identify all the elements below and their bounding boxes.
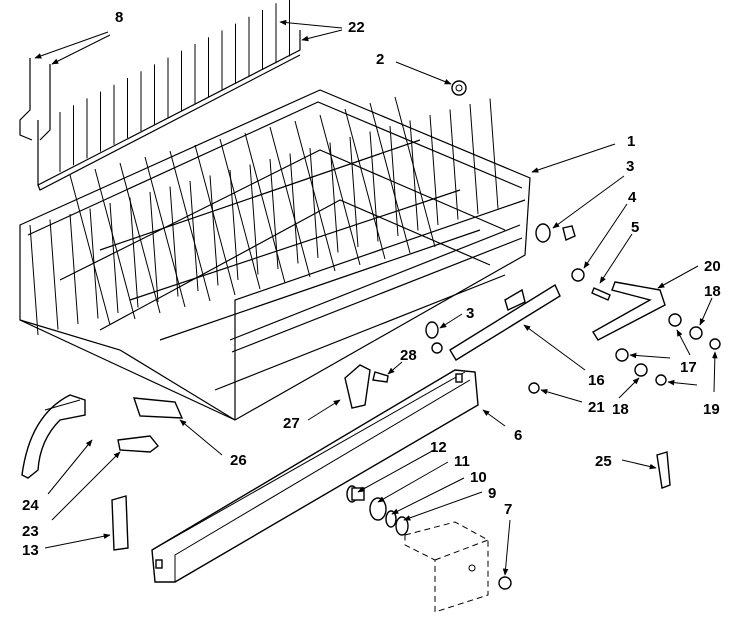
callout-28: 28 <box>400 347 417 364</box>
basket-tine <box>244 132 286 284</box>
basket-wire <box>429 114 439 226</box>
roller-hub-stack <box>346 485 409 536</box>
track-rail <box>151 369 479 583</box>
callout-27: 27 <box>283 415 300 432</box>
callout-25: 25 <box>595 453 612 470</box>
left-parts <box>21 364 671 551</box>
basket-tine <box>394 96 436 248</box>
callout-8: 8 <box>115 9 123 26</box>
callout-16: 16 <box>588 372 605 389</box>
tine-cap <box>451 80 467 96</box>
basket-tine <box>294 120 336 272</box>
callout-20: 20 <box>704 258 721 275</box>
callout-3b: 3 <box>466 305 474 322</box>
callout-5: 5 <box>631 219 639 236</box>
callout-26: 26 <box>230 452 247 469</box>
basket-wire <box>489 98 499 209</box>
callout-21: 21 <box>588 399 605 416</box>
dish-rack-basket <box>19 89 531 421</box>
callout-labels: 8 22 2 1 3 4 5 20 18 3 28 17 16 21 19 18… <box>22 9 721 559</box>
callout-4: 4 <box>628 189 637 206</box>
basket-wire <box>469 103 479 215</box>
callout-2: 2 <box>376 51 384 68</box>
basket-wire <box>109 202 119 314</box>
basket-wire <box>389 125 399 237</box>
callout-11: 11 <box>454 453 470 470</box>
basket-wire <box>69 213 79 325</box>
rear-tines <box>69 96 436 326</box>
basket-wire <box>329 142 339 253</box>
callout-3a: 3 <box>626 158 634 175</box>
basket-wire <box>249 164 259 275</box>
basket-tine <box>94 168 136 320</box>
basket-wire <box>229 169 239 281</box>
basket-wire <box>29 224 39 336</box>
callout-17: 17 <box>680 359 697 376</box>
callout-1: 1 <box>627 133 635 150</box>
callout-9: 9 <box>488 485 496 502</box>
basket-wire <box>309 147 319 259</box>
basket-wire <box>189 180 199 292</box>
basket-wire <box>409 120 419 231</box>
callout-13: 13 <box>22 542 39 559</box>
basket-tine <box>169 150 211 302</box>
tine-row-assembly <box>37 0 301 191</box>
basket-tine <box>344 108 386 260</box>
basket-tine <box>219 138 261 290</box>
right-hardware <box>425 223 721 394</box>
callout-7: 7 <box>504 501 512 518</box>
basket-tine <box>194 144 236 296</box>
basket-wire <box>129 197 139 308</box>
basket-wire <box>449 109 459 220</box>
callout-10: 10 <box>470 469 487 486</box>
callout-6: 6 <box>514 427 522 444</box>
callout-18b: 18 <box>612 401 629 418</box>
basket-tine <box>119 162 161 314</box>
callout-22: 22 <box>348 19 365 36</box>
callout-23: 23 <box>22 523 39 540</box>
basket-wire <box>349 136 359 248</box>
callout-19: 19 <box>703 401 720 418</box>
basket-tine <box>69 174 111 326</box>
callout-12: 12 <box>430 439 447 456</box>
basket-wire <box>49 219 59 330</box>
callout-18a: 18 <box>704 283 721 300</box>
leader-arrows <box>34 19 718 576</box>
basket-wire <box>369 131 379 242</box>
callout-24: 24 <box>22 497 39 514</box>
side-tine-pair <box>19 58 51 141</box>
basket-wire <box>169 186 179 297</box>
basket-tine <box>319 114 361 266</box>
basket-wire <box>289 153 299 264</box>
basket-tine <box>144 156 186 308</box>
basket-tine <box>369 102 411 254</box>
basket-wire <box>209 175 219 286</box>
mount-bracket-outline <box>404 521 512 613</box>
basket-tine <box>269 126 311 278</box>
basket-wire <box>149 191 159 303</box>
basket-wires <box>29 98 499 336</box>
